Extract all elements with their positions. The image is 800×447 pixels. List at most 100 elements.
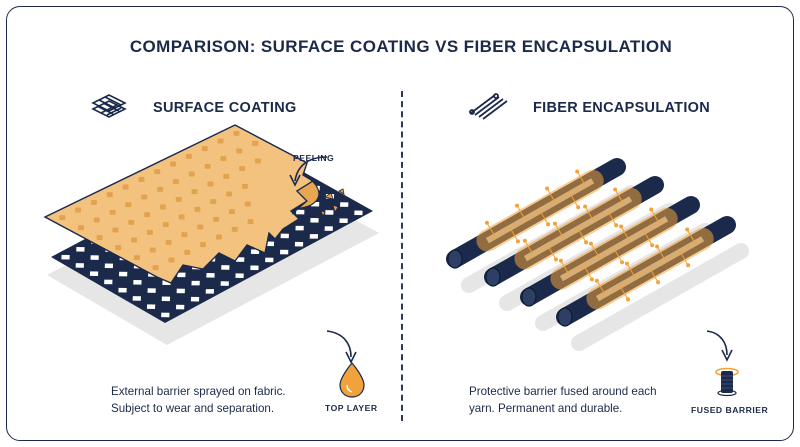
coating-dot <box>162 222 169 228</box>
weave-gap <box>190 296 200 302</box>
molecule-bond <box>679 251 689 266</box>
infographic-frame: COMPARISON: SURFACE COATING VS FIBER ENC… <box>6 6 794 441</box>
encapsulated-fiber <box>446 158 626 269</box>
left-caption: External barrier sprayed on fabric. Subj… <box>111 383 286 417</box>
molecule-bond <box>613 248 623 263</box>
molecule-bond <box>584 206 594 221</box>
fused-barrier-arrow-head <box>721 349 733 362</box>
yarn-end <box>485 267 501 287</box>
coating-dot <box>200 242 207 248</box>
yarn-end <box>521 287 537 307</box>
weave-gap <box>146 304 156 310</box>
coating-dot <box>59 215 66 221</box>
coating-dot <box>239 166 246 172</box>
weave-gap <box>220 281 229 286</box>
coating-dot <box>191 189 198 195</box>
molecule-bond <box>577 228 587 243</box>
coating-dot <box>131 237 138 243</box>
left-caption-line-2: Subject to wear and separation. <box>111 402 275 415</box>
weave-gap <box>265 241 275 247</box>
left-heading-icon-layer <box>91 93 508 120</box>
peeling-label: PEELING <box>293 153 335 163</box>
weave-gap <box>221 265 230 270</box>
coating-dot <box>197 224 204 230</box>
weave-gap <box>132 296 141 301</box>
fiber-encapsulation-illustration <box>446 158 749 397</box>
coating-dot <box>213 216 220 222</box>
coating-dot <box>93 217 100 223</box>
weave-gap <box>61 254 70 260</box>
main-title: COMPARISON: SURFACE COATING VS FIBER ENC… <box>129 37 673 56</box>
weave-gap <box>265 257 274 263</box>
left-panel-heading: SURFACE COATING <box>153 100 297 116</box>
right-caption-line-2: yarn. Permanent and durable. <box>469 402 623 415</box>
molecule-bond <box>656 246 666 261</box>
coating-dot <box>168 257 175 263</box>
coating-dot <box>254 158 261 164</box>
coating-dot <box>181 232 188 238</box>
coating-dot <box>194 206 201 212</box>
coating-dot <box>247 219 254 225</box>
molecule-bond <box>596 280 606 295</box>
coating-dot <box>217 138 224 144</box>
weave-gap <box>236 257 245 262</box>
peeling-edge <box>291 174 320 215</box>
weave-gap <box>206 272 215 278</box>
coating-dot <box>252 140 259 146</box>
coating-dot <box>207 181 214 187</box>
weave-gap <box>339 218 348 223</box>
molecule-bond <box>547 245 557 260</box>
coating-dot <box>109 209 116 215</box>
molecule-bond <box>539 210 549 225</box>
encapsulated-fiber <box>556 216 736 327</box>
weave-gap <box>133 280 142 285</box>
peeling-arrow-head <box>289 174 301 187</box>
weave-gap <box>76 247 85 252</box>
weave-gap <box>280 249 289 255</box>
surface-coating-illustration <box>43 124 379 398</box>
fused-barrier-arrow <box>706 330 728 356</box>
molecule-bond <box>560 260 570 275</box>
coating-dot <box>223 173 230 179</box>
molecule-bond <box>486 222 496 237</box>
coating-dot <box>165 239 172 245</box>
fiber-strands-icon <box>469 93 508 120</box>
fused-barrier-label: FUSED BARRIER <box>691 405 769 415</box>
weave-gap <box>310 217 319 223</box>
right-caption: Protective barrier fused around each yar… <box>469 383 657 417</box>
left-caption-line-1: External barrier sprayed on fabric. <box>111 385 286 398</box>
coating-dot <box>144 212 151 218</box>
weave-gap <box>104 263 114 269</box>
molecule-bond <box>524 240 534 255</box>
weave-gap <box>280 233 289 239</box>
weave-gap <box>147 288 156 293</box>
coating-dot <box>141 194 148 200</box>
weave-gap <box>176 288 185 294</box>
right-panel-heading: FIBER ENCAPSULATION <box>533 100 711 116</box>
fiber-shadow <box>571 243 749 351</box>
coating-dot <box>170 161 177 167</box>
coating-dot <box>122 184 129 190</box>
coating-texture <box>59 130 261 271</box>
coating-dot <box>233 130 240 136</box>
top-layer-arrow-head <box>345 351 357 364</box>
molecule-bond <box>626 263 636 278</box>
coating-dot <box>128 219 135 225</box>
weave-gap <box>161 296 171 302</box>
coating-dot <box>175 196 182 202</box>
molecule-bond <box>614 189 624 204</box>
coating-dot <box>125 202 132 208</box>
coating-dot <box>210 199 217 205</box>
coating-dot <box>185 153 192 159</box>
weave-gap <box>104 279 113 285</box>
molecule-bond <box>554 223 564 238</box>
coating-dot <box>115 245 122 251</box>
coating-dot <box>77 225 84 231</box>
coating-dot <box>226 191 233 197</box>
weave-gap <box>325 210 334 215</box>
molecule-bond <box>516 205 526 220</box>
spool-icon <box>715 367 739 397</box>
coating-dot <box>154 169 161 175</box>
panel-divider <box>401 91 403 421</box>
weave-gap <box>250 265 259 271</box>
